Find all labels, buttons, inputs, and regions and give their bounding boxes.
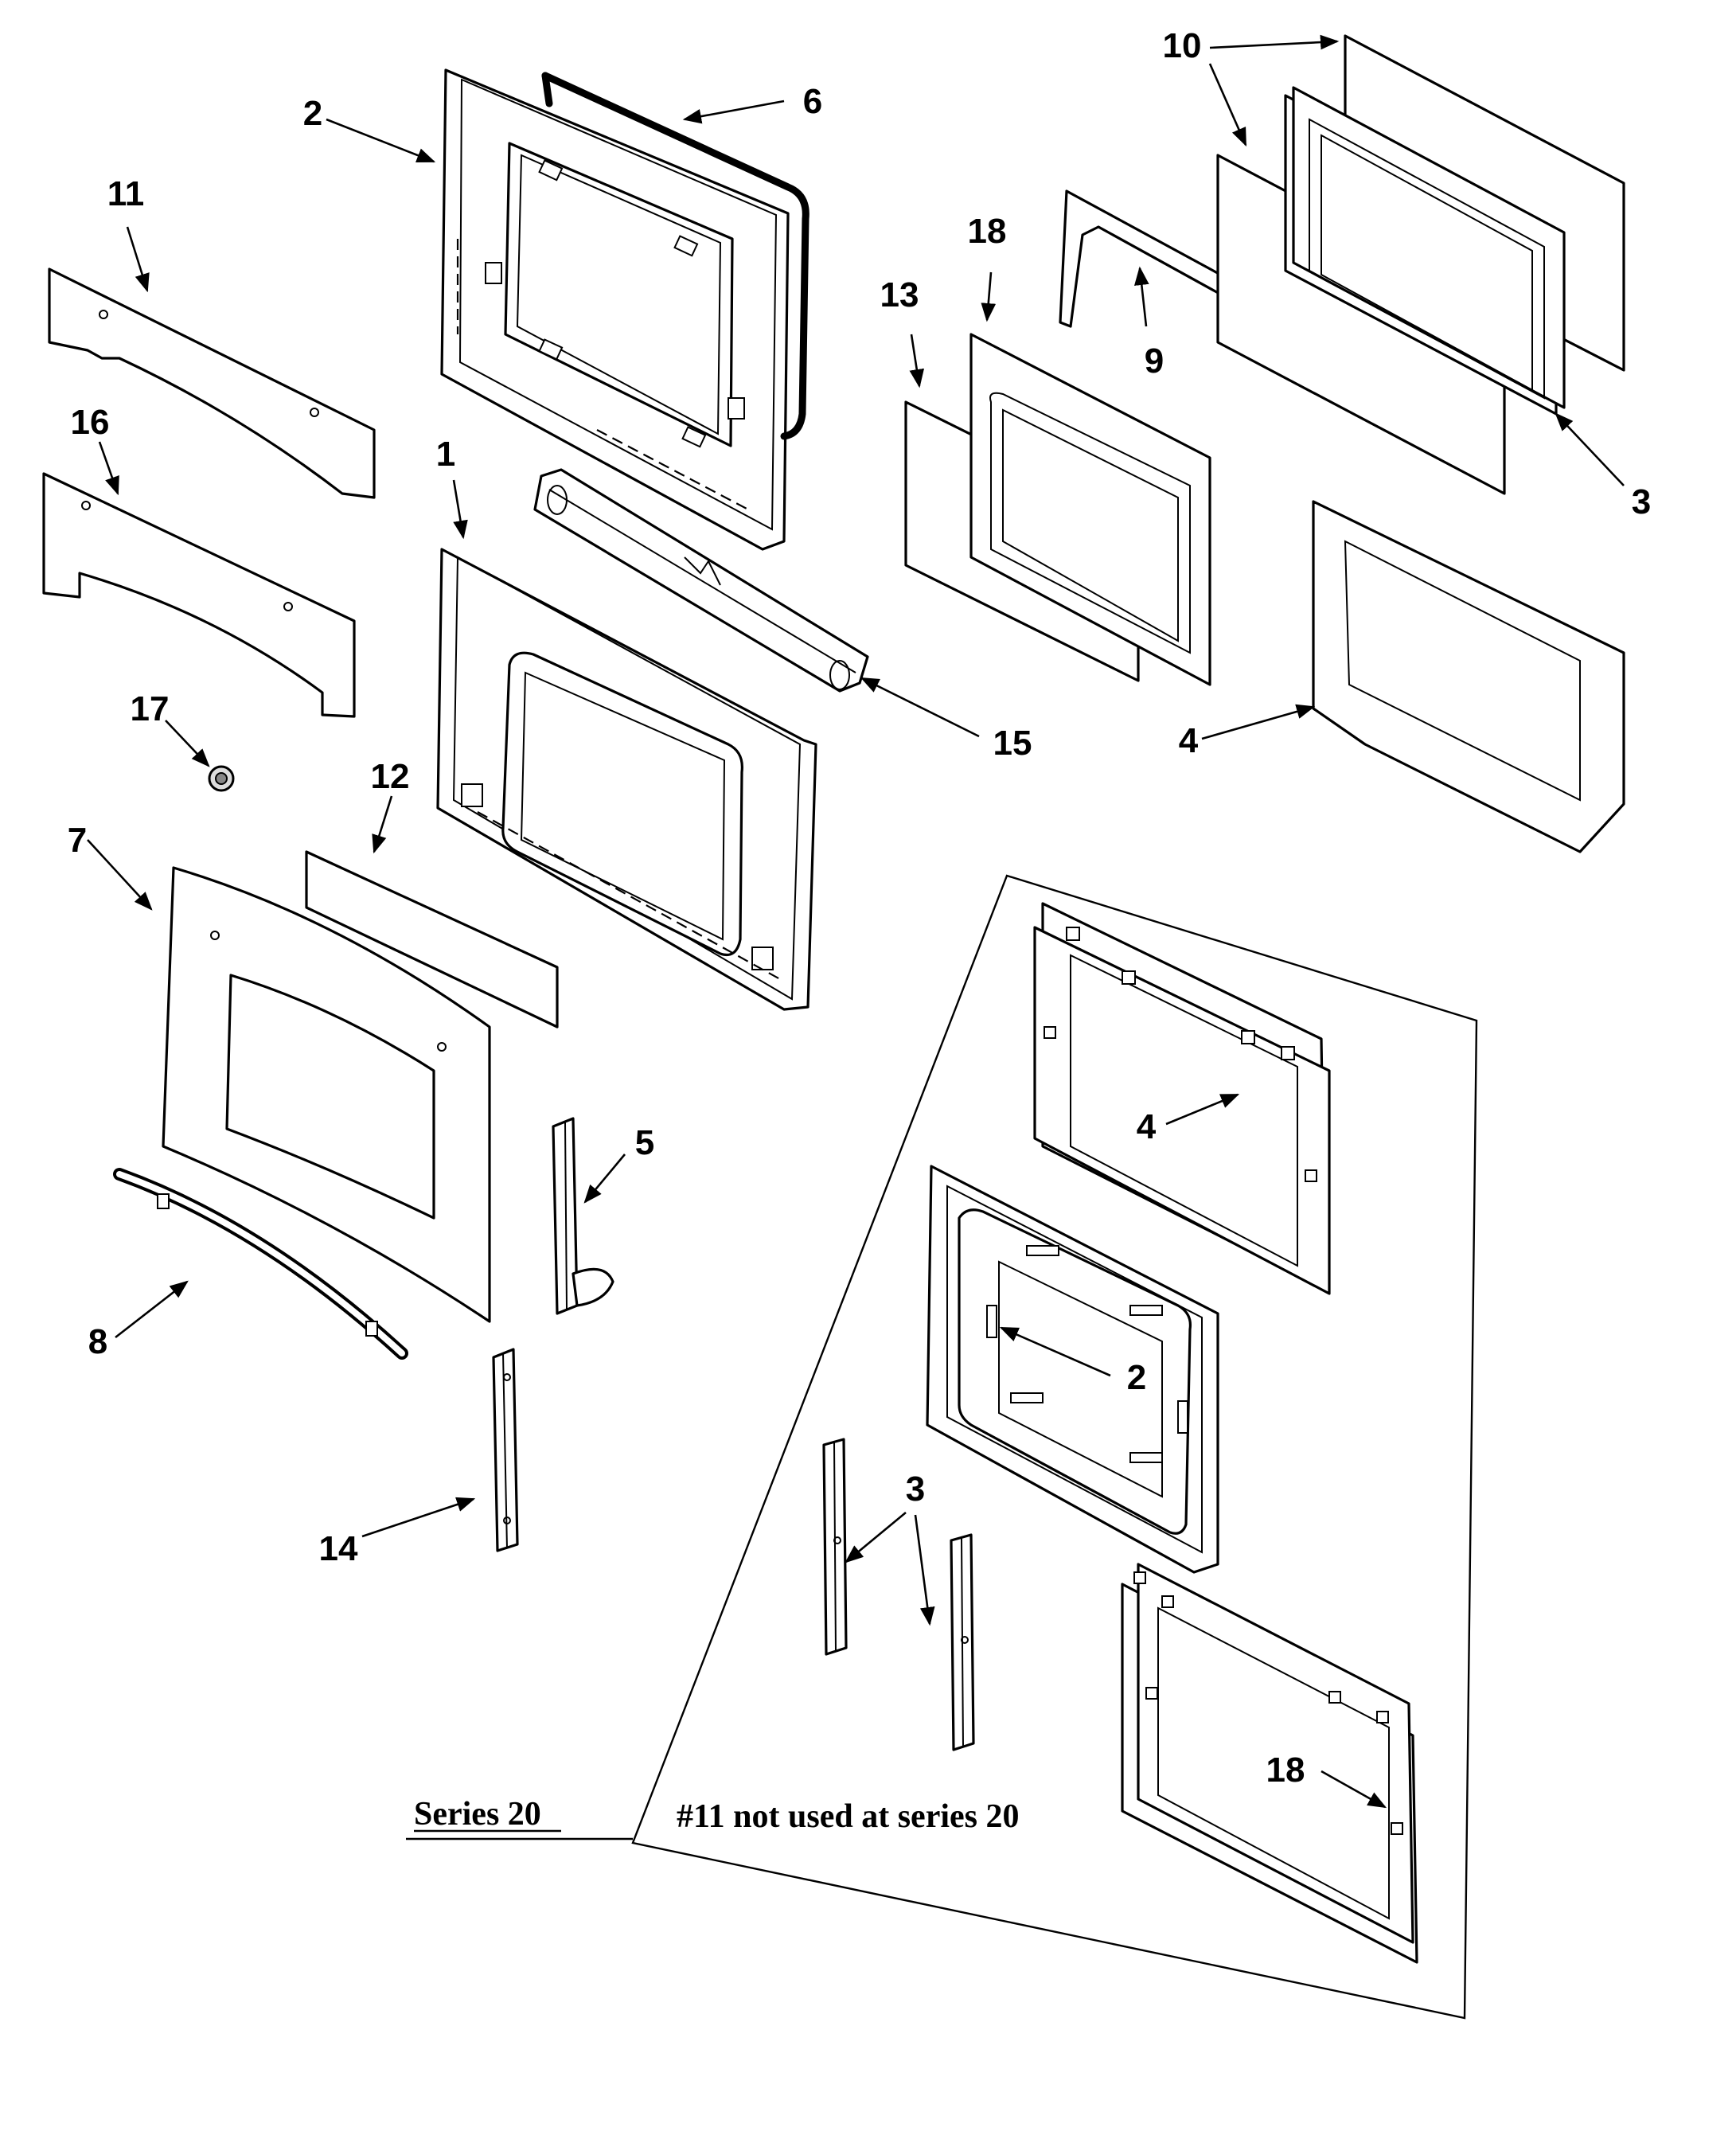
callout-numbers: 1 2 3 4 5 6 7 8 9 10 11 12 13 14 15 16 1… <box>68 26 1651 1790</box>
part-18-glass-frame <box>969 333 1211 686</box>
series-callout-3: 3 <box>906 1470 925 1509</box>
part-15-vent-duct <box>533 468 869 693</box>
callout-4: 4 <box>1179 721 1199 760</box>
series-20-part-2-frame <box>926 1165 1219 1574</box>
series-callout-2: 2 <box>1127 1358 1146 1397</box>
part-12-glass-strip <box>305 850 559 1029</box>
part-14-hinge-channel <box>492 1348 519 1552</box>
series-20-label: Series 20 <box>414 1796 541 1833</box>
series-20-part-4-frame <box>1033 902 1331 1295</box>
part-16-trim <box>42 472 356 718</box>
callout-15: 15 <box>993 724 1032 763</box>
part-3-glass-frame <box>1284 86 1566 416</box>
callout-10: 10 <box>1163 26 1202 65</box>
series-callout-4: 4 <box>1137 1107 1157 1146</box>
part-2-inner-door-frame <box>440 68 790 551</box>
part-5-hinge <box>552 1117 614 1315</box>
part-4-outer-frame <box>1312 500 1625 853</box>
callout-8: 8 <box>88 1322 107 1361</box>
callout-14: 14 <box>319 1529 358 1568</box>
leader-lines <box>87 34 1625 1809</box>
callout-12: 12 <box>371 757 410 796</box>
series-20-part-3-channels <box>822 1438 975 1751</box>
series-callout-18: 18 <box>1266 1751 1305 1790</box>
part-8-door-handle <box>113 1168 408 1360</box>
callout-9: 9 <box>1145 342 1164 381</box>
part-7-outer-glass <box>162 866 491 1323</box>
callout-5: 5 <box>635 1123 654 1162</box>
callout-17: 17 <box>131 689 170 728</box>
callout-7: 7 <box>68 821 87 860</box>
callout-16: 16 <box>71 403 110 442</box>
callout-18: 18 <box>968 212 1007 251</box>
callout-3: 3 <box>1632 482 1651 521</box>
series-20-part-18-frame <box>1121 1563 1418 1964</box>
part-11-top-trim <box>48 267 376 499</box>
callout-11: 11 <box>107 174 145 213</box>
part-17-knob <box>208 765 235 792</box>
part-6-door-gasket <box>541 72 809 440</box>
callout-13: 13 <box>880 275 919 314</box>
series-20-note: #11 not used at series 20 <box>677 1798 1020 1835</box>
callout-2: 2 <box>303 94 322 133</box>
callout-6: 6 <box>803 82 822 121</box>
series-20-inset-boundary <box>406 874 1478 2020</box>
part-1-door-panel <box>436 548 817 1011</box>
callout-1: 1 <box>436 435 455 474</box>
